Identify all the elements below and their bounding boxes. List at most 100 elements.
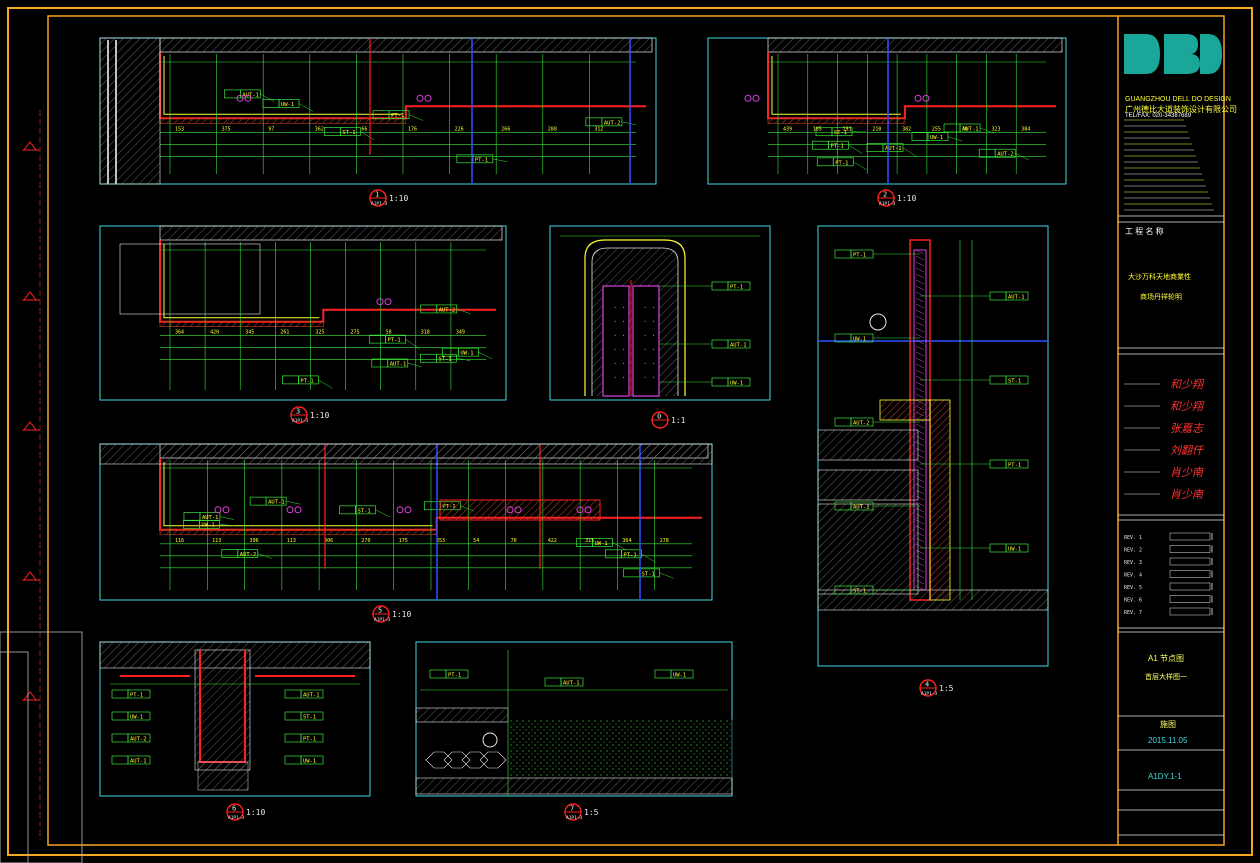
company-name-cn: 广州德比大道装饰设计有限公司 — [1125, 105, 1237, 114]
svg-text:420: 420 — [210, 330, 219, 336]
svg-text:AUT-2: AUT-2 — [604, 120, 621, 126]
section-marker-4 — [23, 691, 37, 701]
svg-text:AUT-1: AUT-1 — [390, 362, 407, 368]
svg-text:· ·: · · — [613, 318, 626, 326]
detail-0-profile: · ·· ·· ·· ·· ·· ·· ·· ·· ·· ·· ·· ·PT-1… — [549, 225, 771, 401]
detail-scale-2: 1:10 — [897, 194, 916, 203]
svg-text:191: 191 — [843, 126, 852, 132]
svg-text:AUT-2: AUT-2 — [439, 307, 456, 313]
signature-2: 和少翔 — [1170, 400, 1205, 413]
svg-text:66: 66 — [361, 126, 367, 132]
svg-text:323: 323 — [991, 126, 1000, 132]
svg-text:113: 113 — [287, 538, 296, 544]
detail-ref-6: A1P1-3 — [228, 815, 245, 821]
svg-text:270: 270 — [361, 538, 370, 544]
svg-text:AUT-1: AUT-1 — [202, 515, 219, 521]
detail-number-6: 6 — [232, 805, 236, 813]
svg-text:349: 349 — [456, 330, 465, 336]
svg-text:· ·: · · — [643, 346, 656, 354]
svg-text:ST-1: ST-1 — [357, 508, 370, 514]
svg-text:· ·: · · — [613, 360, 626, 368]
svg-text:PT-1: PT-1 — [391, 113, 404, 119]
svg-text:175: 175 — [399, 538, 408, 544]
svg-text:PT-1: PT-1 — [623, 552, 636, 558]
svg-text:PT-1: PT-1 — [387, 338, 400, 344]
detail-scale-4: 1:5 — [939, 684, 954, 693]
svg-text:UW-1: UW-1 — [853, 337, 866, 343]
svg-text:ST-1: ST-1 — [642, 571, 655, 577]
svg-text:ST-1: ST-1 — [438, 357, 451, 363]
svg-text:312: 312 — [594, 126, 603, 132]
svg-text:318: 318 — [421, 330, 430, 336]
svg-text:UW-1: UW-1 — [1008, 547, 1021, 553]
drawing-number: A1DY.1-1 — [1148, 772, 1182, 781]
signature-5: 肖少南 — [1170, 466, 1205, 479]
svg-text:AUT-2: AUT-2 — [130, 737, 147, 743]
detail-ref-7: A1P1-3 — [566, 815, 583, 821]
svg-text:PT-1: PT-1 — [448, 673, 461, 679]
project-name: 大沙万科天地商業性 — [1128, 274, 1191, 281]
svg-text:AUT-2: AUT-2 — [240, 552, 257, 558]
svg-text:261: 261 — [280, 330, 289, 336]
svg-text:113: 113 — [212, 538, 221, 544]
svg-text:AUT-1: AUT-1 — [853, 505, 870, 511]
svg-text:439: 439 — [783, 126, 792, 132]
svg-text:UW-1: UW-1 — [201, 523, 214, 529]
svg-text:AUT-1: AUT-1 — [130, 759, 147, 765]
svg-text:UW-1: UW-1 — [930, 135, 943, 141]
svg-text:70: 70 — [511, 538, 517, 544]
detail-ref-5: A1P1-3 — [374, 617, 391, 623]
svg-text:58: 58 — [386, 330, 392, 336]
section-marker-3 — [23, 571, 37, 581]
svg-text:PT-1: PT-1 — [303, 737, 316, 743]
svg-text:· ·: · · — [613, 332, 626, 340]
project-subtitle: 商场丹祥轮明 — [1140, 294, 1182, 301]
detail-scale-1: 1:10 — [389, 194, 408, 203]
svg-text:375: 375 — [222, 126, 231, 132]
detail-scale-7: 1:5 — [584, 808, 599, 817]
detail-number-5: 5 — [378, 607, 382, 615]
svg-text:345: 345 — [245, 330, 254, 336]
svg-text:353: 353 — [436, 538, 445, 544]
detail-ref-1: A1P1-3 — [371, 201, 388, 207]
detail-scale-6: 1:10 — [246, 808, 265, 817]
svg-text:278: 278 — [660, 538, 669, 544]
svg-text:· ·: · · — [613, 346, 626, 354]
svg-text:PT-1: PT-1 — [853, 253, 866, 259]
svg-text:PT-1: PT-1 — [831, 144, 844, 150]
svg-text:ST-1: ST-1 — [342, 130, 355, 136]
detail-number-3: 3 — [296, 408, 300, 416]
svg-text:226: 226 — [455, 126, 464, 132]
project-label: 工 程 名 称 — [1125, 227, 1164, 236]
svg-text:UW-1: UW-1 — [460, 351, 473, 357]
detail-number-4: 4 — [925, 681, 929, 689]
svg-text:AUT-1: AUT-1 — [242, 92, 259, 98]
svg-text:AUT-1: AUT-1 — [730, 343, 747, 349]
svg-text:UW-1: UW-1 — [281, 102, 294, 108]
svg-text:· ·: · · — [613, 304, 626, 312]
svg-text:275: 275 — [351, 330, 360, 336]
svg-text:UW-1: UW-1 — [303, 759, 316, 765]
svg-text:· ·: · · — [643, 318, 656, 326]
svg-text:185: 185 — [813, 126, 822, 132]
svg-text:PT-1: PT-1 — [300, 378, 313, 384]
svg-text:AUT-2: AUT-2 — [853, 421, 870, 427]
svg-text:· ·: · · — [643, 374, 656, 382]
revision-7: REV. 7 — [1124, 610, 1142, 616]
svg-text:176: 176 — [408, 126, 417, 132]
section-marker-2 — [23, 421, 37, 431]
svg-text:ST-1: ST-1 — [303, 715, 316, 721]
svg-text:AUT-2: AUT-2 — [997, 152, 1014, 158]
